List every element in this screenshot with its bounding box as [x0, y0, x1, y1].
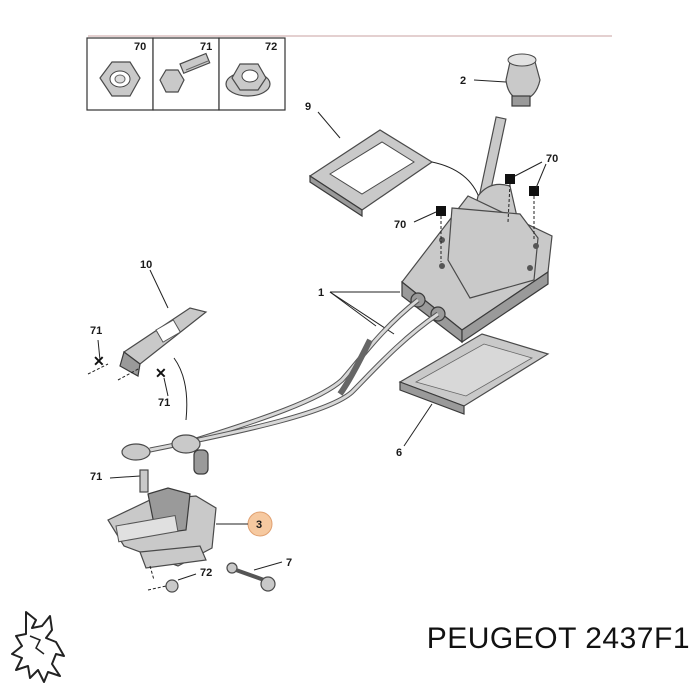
stud-marker-70c [436, 206, 446, 216]
callout-70-top: 70 [546, 153, 558, 165]
callout-71-upper: 71 [90, 325, 102, 337]
callout-1: 1 [318, 287, 324, 299]
gear-knob [505, 53, 541, 107]
stud-marker-70a [505, 174, 515, 184]
leader-71-mid [163, 377, 169, 397]
callout-7: 7 [286, 557, 292, 569]
callout-3: 3 [256, 519, 262, 531]
leader-1c [329, 291, 395, 335]
leader-9 [317, 111, 341, 139]
leader-2 [473, 79, 507, 83]
callout-72: 72 [200, 567, 212, 579]
gear-cables [121, 298, 440, 475]
leader-71-lower [109, 475, 141, 479]
bolt-lines-c [147, 585, 167, 591]
callout-9: 9 [305, 101, 311, 113]
callout-71-lower: 71 [90, 471, 102, 483]
leader-71-upper [97, 339, 101, 361]
cable-bracket [119, 307, 208, 377]
bolt-lines-d [149, 565, 155, 581]
leader-1b [329, 291, 377, 327]
callout-2: 2 [460, 75, 466, 87]
arrow-10 [173, 357, 188, 421]
leader-70-c [413, 211, 437, 223]
callout-70-left: 70 [394, 219, 406, 231]
bolt-71-lower [139, 469, 149, 493]
gear-selector-housing [401, 195, 553, 344]
underplate [398, 333, 550, 415]
brand-name: PEUGEOT [426, 622, 577, 655]
fastener-label-71: 71 [200, 41, 212, 53]
arrow-9 [431, 161, 481, 201]
callout-10: 10 [140, 259, 152, 271]
callout-6: 6 [396, 447, 402, 459]
fastener-label-70: 70 [134, 41, 146, 53]
bolt-lines-a [87, 363, 109, 375]
link-rod [226, 562, 276, 592]
lever-mechanism [107, 487, 217, 569]
nut-72-lower [165, 579, 179, 593]
footer-part-label: PEUGEOT 2437F1 [427, 622, 690, 656]
leader-70-b [535, 163, 547, 189]
fastener-label-72: 72 [265, 41, 277, 53]
cross-mark-a: ✕ [93, 353, 105, 369]
leader-7 [253, 561, 283, 571]
stud-marker-70b [529, 186, 539, 196]
leader-70-a [514, 161, 543, 177]
leader-72 [177, 573, 197, 581]
fastener-legend: 70 71 72 [86, 37, 286, 111]
cross-mark-b: ✕ [155, 365, 167, 381]
callout-71-mid: 71 [158, 397, 170, 409]
leader-10 [149, 269, 169, 309]
nut-icon [99, 61, 141, 97]
gaiter-frame [308, 129, 434, 218]
bolt-icon [159, 52, 211, 93]
stud-line-a [507, 183, 511, 223]
bolt-lines-b [117, 367, 141, 381]
flange-nut-icon [225, 63, 271, 97]
leader-6 [403, 403, 433, 447]
part-number: 2437F1 [585, 622, 690, 655]
peugeot-lion-logo [11, 611, 65, 683]
